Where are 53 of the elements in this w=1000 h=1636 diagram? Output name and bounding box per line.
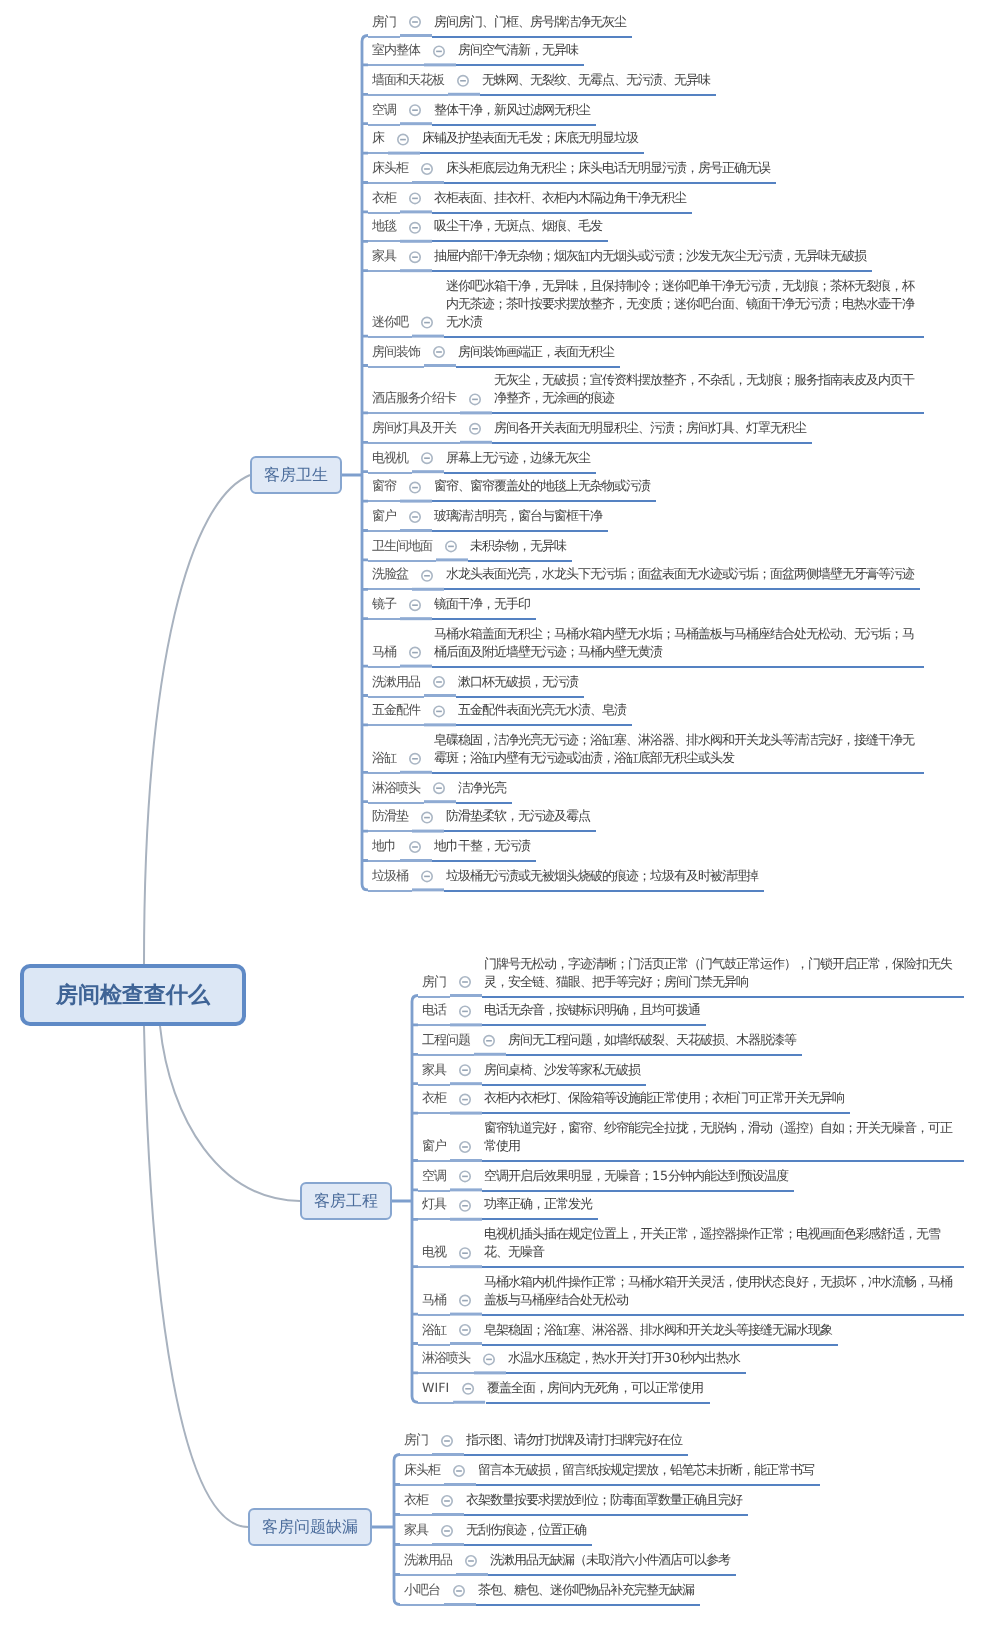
connector-line [453,1400,486,1404]
central-topic-box: 房间检查查什么 [20,964,246,1026]
connector-line [390,994,420,1404]
connector-line [400,664,432,668]
connector-line [400,34,432,37]
connector-line [412,181,444,184]
connector-line [412,334,444,338]
connector-line [474,1371,506,1375]
connector-line [450,994,482,997]
connector-line [424,364,456,367]
connector-line [400,529,432,532]
connector-line [424,800,456,804]
connector-line [444,1603,476,1606]
connector-line [400,770,432,774]
connector-line [424,723,456,727]
connector-line [424,63,456,67]
connector-line [400,859,432,862]
connector-line [450,1312,482,1316]
connector-line [450,1342,482,1345]
connector-line [444,1483,476,1486]
connector-line [412,587,444,591]
connector-line [424,694,456,697]
connector-line [450,1111,482,1115]
connector-line [450,1265,482,1269]
connector-line [450,1159,482,1162]
connector-line [436,558,468,562]
connector-line [370,1453,402,1606]
connector-line [432,1513,464,1516]
connector-line [400,210,432,214]
connector-line [400,269,432,273]
connector-line [432,1453,464,1456]
connector-line [159,1025,301,1202]
connector-line [412,470,444,474]
connector-line [450,1217,482,1221]
connector-line [460,411,492,415]
connector-line [450,1188,482,1192]
connector-line [400,122,432,126]
connector-line [412,888,444,892]
connector-line [143,474,251,965]
connector-line [474,1052,506,1056]
connector-line [400,617,432,621]
connector-line [143,1025,249,1528]
connector-line [456,1573,488,1576]
connector-line [448,92,480,96]
connector-line [450,1082,482,1086]
connector-line [412,829,444,833]
connector-line [340,34,370,892]
connector-line [460,440,492,444]
connector-line [400,239,432,243]
connector-line [432,1543,464,1546]
connector-line [388,151,420,155]
connector-line [450,1023,482,1027]
connector-line [400,499,432,503]
